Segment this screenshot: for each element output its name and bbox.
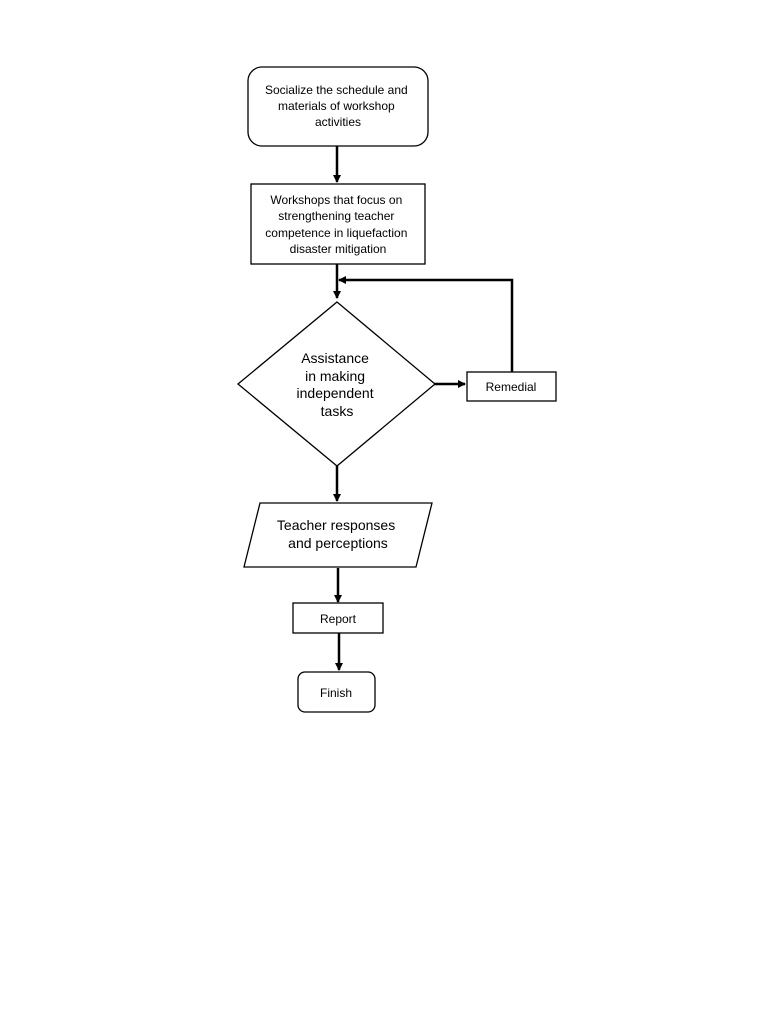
node-socialize-shape bbox=[247, 66, 429, 147]
node-remedial-label: Remedial bbox=[486, 380, 537, 394]
node-assistance-line-3: independent bbox=[297, 385, 374, 401]
node-report-line-1: Report bbox=[320, 612, 357, 626]
node-report-label: Report bbox=[320, 612, 357, 626]
node-assistance-shape bbox=[236, 301, 437, 467]
node-socialize-label: Socialize the schedule and materials of … bbox=[265, 83, 411, 129]
arrow-remedial-loop-back bbox=[338, 276, 514, 372]
node-responses: Teacher responses and perceptions bbox=[243, 502, 433, 568]
connectors bbox=[333, 146, 514, 671]
node-workshops: Workshops that focus on strengthening te… bbox=[250, 183, 426, 265]
node-responses-line-2: and perceptions bbox=[288, 535, 388, 551]
node-finish-shape bbox=[297, 671, 376, 713]
node-finish-label: Finish bbox=[320, 686, 352, 700]
node-assistance-line-4: tasks bbox=[321, 403, 354, 419]
node-finish: Finish bbox=[297, 671, 376, 713]
node-workshops-label: Workshops that focus on strengthening te… bbox=[265, 193, 410, 256]
node-workshops-line-4: disaster mitigation bbox=[290, 242, 387, 256]
node-responses-label: Teacher responses and perceptions bbox=[277, 517, 399, 551]
node-workshops-line-3: competence in liquefaction bbox=[265, 226, 407, 240]
node-socialize-line-3: activities bbox=[315, 115, 361, 129]
node-responses-shape bbox=[243, 502, 433, 568]
node-workshops-line-2: strengthening teacher bbox=[278, 209, 394, 223]
node-remedial-shape bbox=[466, 371, 557, 402]
node-report-shape bbox=[292, 602, 384, 634]
node-socialize-line-1: Socialize the schedule and bbox=[265, 83, 408, 97]
node-remedial-line-1: Remedial bbox=[486, 380, 537, 394]
node-assistance-label: Assistance in making independent tasks bbox=[297, 350, 378, 419]
node-workshops-shape bbox=[250, 183, 426, 265]
node-remedial: Remedial bbox=[466, 371, 557, 402]
node-responses-line-1: Teacher responses bbox=[277, 517, 395, 533]
node-assistance-line-2: in making bbox=[305, 368, 365, 384]
node-assistance-line-1: Assistance bbox=[301, 350, 369, 366]
node-workshops-line-1: Workshops that focus on bbox=[270, 193, 402, 207]
node-assistance: Assistance in making independent tasks bbox=[236, 301, 437, 467]
node-socialize: Socialize the schedule and materials of … bbox=[247, 66, 429, 147]
node-finish-line-1: Finish bbox=[320, 686, 352, 700]
node-socialize-line-2: materials of workshop bbox=[278, 99, 395, 113]
node-report: Report bbox=[292, 602, 384, 634]
